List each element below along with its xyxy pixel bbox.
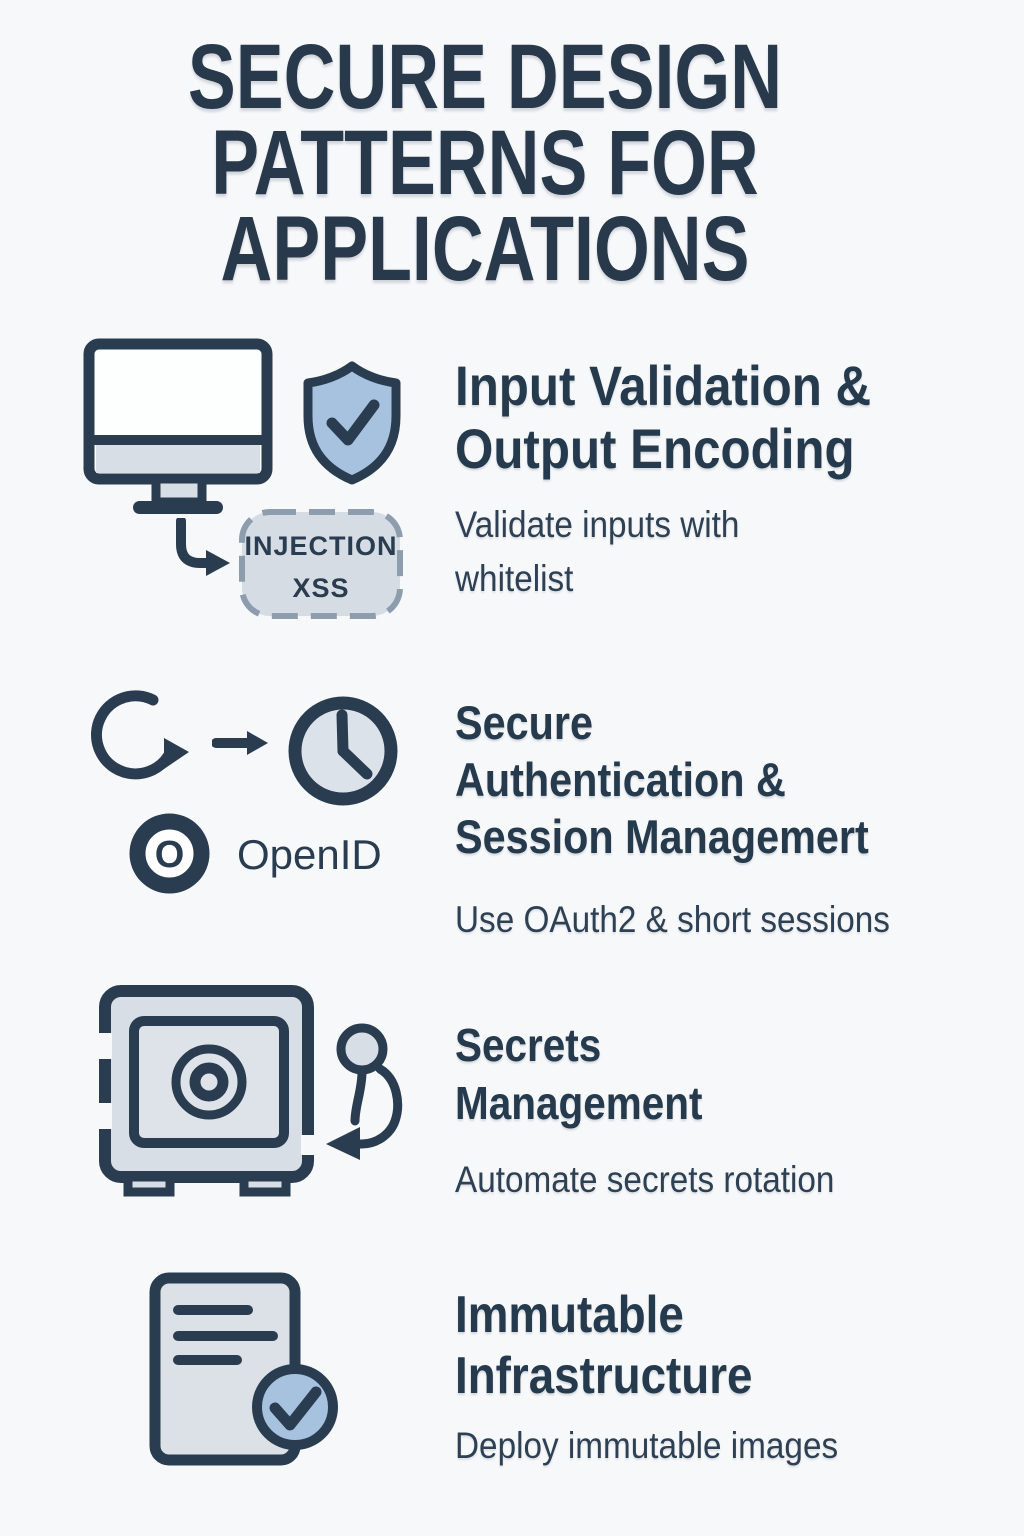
section-description-secrets-management: Automate secrets rotation	[455, 1153, 1013, 1207]
description-line: Validate inputs with	[455, 504, 740, 545]
heading-line: Secrets	[455, 1019, 602, 1071]
section-heading-immutable-infrastructure: Immutable Infrastructure	[455, 1285, 1001, 1407]
heading-line: Immutable	[455, 1286, 684, 1344]
openid-letter: O	[155, 834, 185, 876]
safe-icon	[98, 985, 316, 1197]
title-line-3: APPLICATIONS	[220, 198, 750, 300]
section-heading-input-validation: Input Validation & Output Encoding	[455, 354, 1001, 480]
clock-icon	[288, 696, 398, 806]
monitor-icon	[83, 338, 273, 514]
heading-line: Secure	[455, 696, 593, 749]
badge-line-2: XSS	[292, 573, 349, 603]
badge-line-1: INJECTION	[244, 531, 397, 561]
openid-label: OpenID	[237, 831, 382, 878]
heading-line: Authentication &	[455, 753, 786, 806]
section-heading-secrets-management: Secrets Management	[455, 1016, 1001, 1132]
section-description-immutable-infrastructure: Deploy immutable images	[455, 1419, 1013, 1473]
shield-check-icon	[303, 361, 401, 485]
description-line: Use OAuth2 & short sessions	[455, 899, 890, 940]
rotation-arrow-icon	[326, 1023, 403, 1160]
section-heading-secure-authentication: Secure Authentication & Session Manageme…	[455, 694, 1001, 865]
title-line-1: SECURE DESIGN	[187, 26, 783, 128]
heading-line: Session Managemert	[455, 810, 869, 863]
document-check-icon	[149, 1272, 338, 1466]
heading-line: Management	[455, 1077, 703, 1129]
section-description-input-validation: Validate inputs with whitelist	[455, 498, 1013, 606]
description-line: whitelist	[455, 558, 574, 599]
openid-icon: O	[129, 813, 210, 894]
refresh-icon	[91, 690, 189, 780]
curved-arrow-icon	[176, 518, 230, 576]
section-description-secure-authentication: Use OAuth2 & short sessions	[455, 893, 1013, 947]
heading-line: Infrastructure	[455, 1347, 753, 1405]
page-title: SECURE DESIGN PATTERNS FOR APPLICATIONS	[107, 26, 864, 300]
injection-xss-badge: INJECTION XSS	[239, 509, 403, 619]
heading-line: Input Validation &	[455, 354, 872, 417]
heading-line: Output Encoding	[455, 417, 855, 480]
right-arrow-icon	[212, 731, 268, 755]
title-line-2: PATTERNS FOR	[211, 112, 759, 214]
description-line: Deploy immutable images	[455, 1425, 839, 1466]
description-line: Automate secrets rotation	[455, 1159, 835, 1200]
